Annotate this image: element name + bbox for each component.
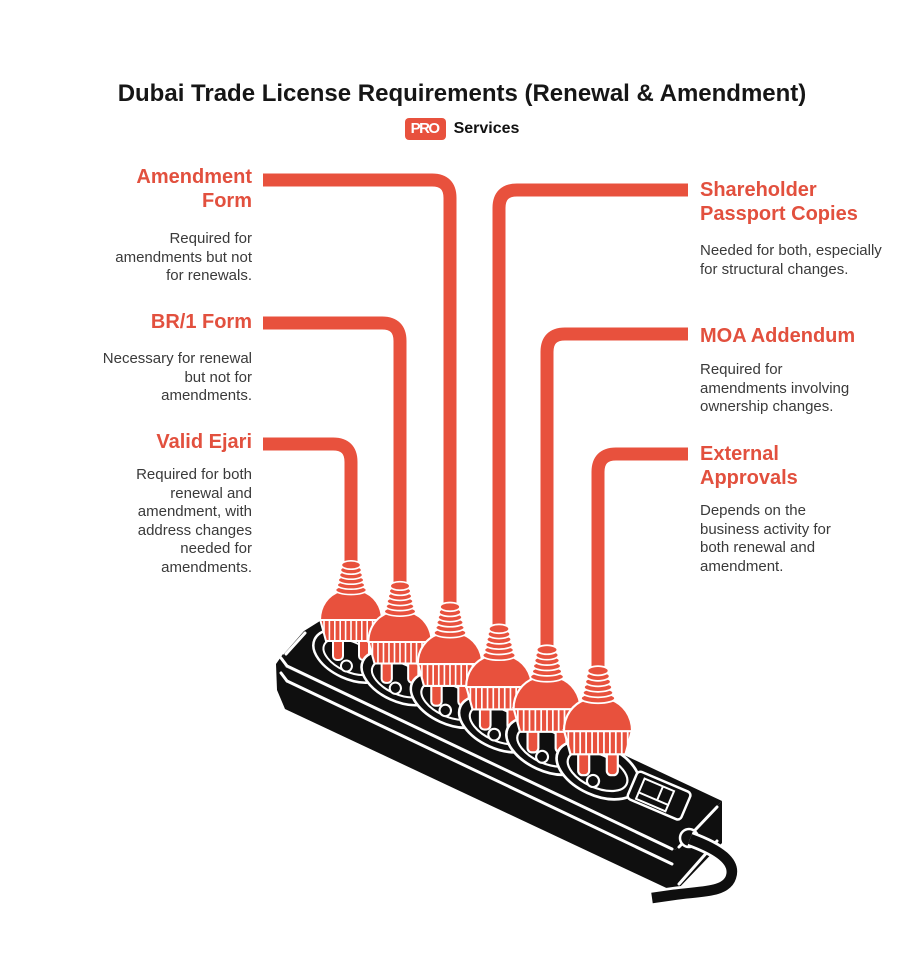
connector-cables xyxy=(263,173,688,674)
cable-br1-form xyxy=(263,316,407,585)
cable-valid-ejari xyxy=(263,437,358,562)
item-valid-ejari-heading: Valid Ejari xyxy=(156,431,252,453)
cable-shareholder xyxy=(492,183,688,630)
item-valid-ejari-description: Required for both renewal and amendment,… xyxy=(136,466,252,576)
cable-external-approvals xyxy=(591,447,688,674)
item-external-approvals-heading: External Approvals xyxy=(700,443,798,489)
cable-amendment-form xyxy=(263,173,457,606)
item-shareholder-passport-description: Needed for both, especially for structur… xyxy=(700,242,882,278)
page-title: Dubai Trade License Requirements (Renewa… xyxy=(117,80,807,107)
item-shareholder-passport-heading: Shareholder Passport Copies xyxy=(700,179,858,225)
item-moa-addendum-description: Required for amendments involving owners… xyxy=(700,361,850,415)
item-br1-form-description: Necessary for renewal but not for amendm… xyxy=(102,350,252,404)
power-cord xyxy=(650,827,740,906)
cable-moa-addendum xyxy=(540,327,688,652)
item-external-approvals-description: Depends on the business activity for bot… xyxy=(700,502,831,575)
pro-logo-badge: PRO xyxy=(404,118,446,140)
item-br1-form-heading: BR/1 Form xyxy=(150,311,252,333)
power-switch xyxy=(626,770,692,821)
item-amendment-form-description: Required for amendments but not for rene… xyxy=(115,230,252,284)
item-moa-addendum-heading: MOA Addendum xyxy=(700,325,856,347)
item-amendment-form-heading: Amendment Form xyxy=(136,166,252,212)
brand-name: Services xyxy=(453,120,520,137)
brand-logo: PRO Services xyxy=(0,118,924,140)
